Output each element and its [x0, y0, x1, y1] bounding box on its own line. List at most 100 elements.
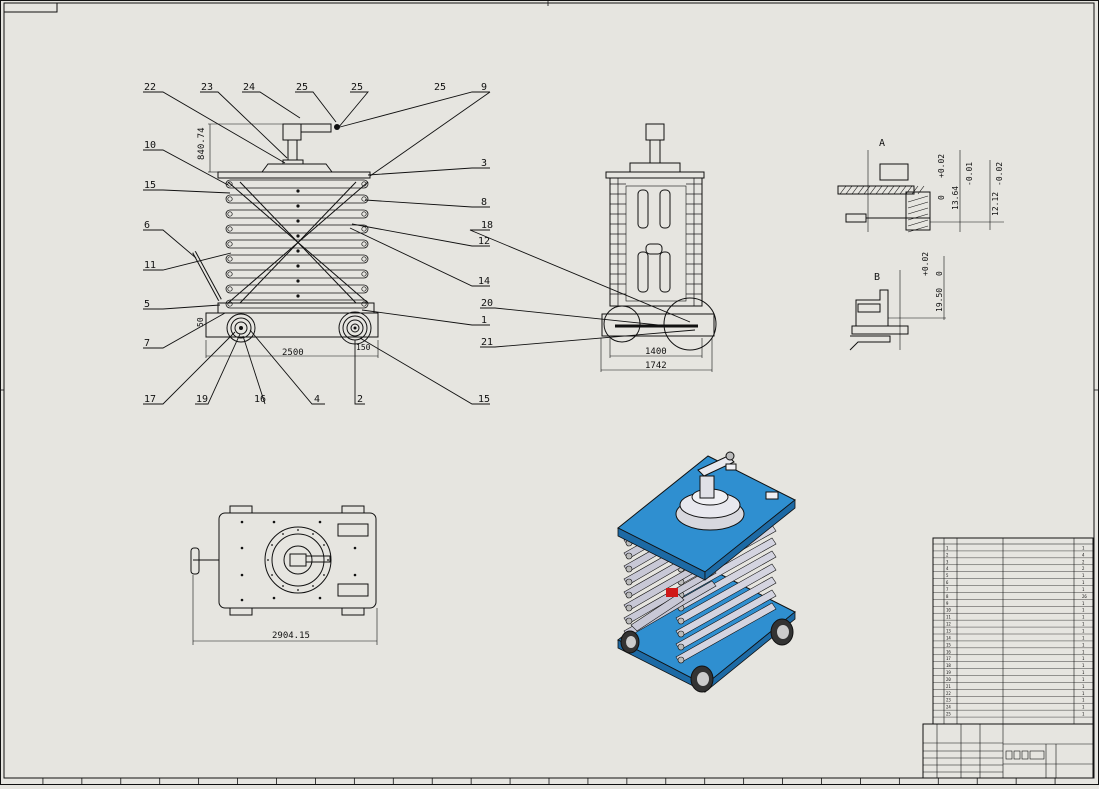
- dim-wheel: 150: [356, 343, 371, 352]
- dim-b: 12.12: [991, 192, 1000, 216]
- part-number: 8: [946, 594, 949, 599]
- dim-outer: 1742: [645, 361, 667, 371]
- tube-end: [625, 565, 633, 573]
- pin: [361, 181, 367, 187]
- part-number: 4: [946, 566, 949, 571]
- pin: [227, 271, 233, 277]
- center-pin: [296, 234, 300, 238]
- part-number: 11: [946, 615, 951, 620]
- tol-lower-b: -0.02: [995, 162, 1004, 186]
- part-number: 22: [946, 691, 951, 696]
- dim-inner: 1400: [645, 347, 667, 357]
- pin: [361, 256, 367, 262]
- balloon-left: 11: [144, 260, 156, 271]
- part-number: 1: [946, 545, 949, 550]
- title-block: [922, 723, 1094, 779]
- part-quantity: 1: [1082, 608, 1085, 613]
- center-pin: [296, 249, 300, 253]
- part-quantity: 1: [1082, 684, 1085, 689]
- part-number: 5: [946, 573, 949, 578]
- balloon-top: 25: [434, 82, 446, 93]
- pin: [361, 226, 367, 232]
- part-quantity: 1: [1082, 601, 1085, 606]
- bolt-holes: [240, 520, 357, 602]
- pin: [227, 196, 233, 202]
- pin: [227, 211, 233, 217]
- flange-hole: [282, 585, 284, 587]
- wheel-left: [226, 313, 256, 343]
- part-number: 23: [946, 698, 951, 703]
- part-number: 10: [946, 608, 951, 613]
- part-quantity: 1: [1082, 649, 1085, 654]
- tol-upper-b: -0.01: [965, 162, 974, 186]
- hatch-line: [893, 185, 901, 195]
- balloon-top: 23: [201, 82, 213, 93]
- balloon-top: 9: [481, 82, 487, 93]
- flange-hole: [312, 533, 314, 535]
- pin: [227, 226, 233, 232]
- part-number: 16: [946, 649, 951, 654]
- part-quantity: 1: [1082, 698, 1085, 703]
- balloon-top: 24: [243, 82, 255, 93]
- balloon-bottom: 19: [196, 394, 208, 405]
- tube-end: [625, 578, 633, 586]
- hatch-line: [851, 185, 859, 195]
- part-number: 13: [946, 629, 951, 634]
- top-view: 2904.15: [190, 505, 378, 645]
- part-number: 2: [946, 552, 949, 557]
- dim-height: 840.74: [197, 127, 207, 160]
- tol-upper: +0.02: [921, 252, 930, 276]
- side-wheel-right: [663, 297, 717, 351]
- part-number: 17: [946, 656, 951, 661]
- hatch-line: [863, 185, 871, 195]
- part-quantity: 1: [1082, 580, 1085, 585]
- scissor-link: [225, 209, 369, 219]
- bolt-hole: [318, 596, 322, 600]
- pin: [227, 256, 233, 262]
- balloon-right: 14: [478, 276, 490, 287]
- pin: [361, 211, 367, 217]
- dim-detail-2: 19.50: [935, 288, 944, 312]
- front-view: 840.74 2500 50 150: [143, 82, 491, 405]
- balloon-left: 7: [144, 338, 150, 349]
- iso-wheel: [770, 618, 794, 646]
- center-pin: [296, 204, 300, 208]
- frame-ladder: [610, 178, 702, 306]
- pin: [361, 271, 367, 277]
- balloon-bottom: 16: [254, 394, 266, 405]
- center-pin: [296, 189, 300, 193]
- flange-hole: [267, 559, 269, 561]
- bolt-hole: [240, 598, 244, 602]
- part-quantity: 1: [1082, 635, 1085, 640]
- top-platform: [217, 171, 371, 179]
- part-quantity: 1: [1082, 663, 1085, 668]
- bolt-hole: [272, 520, 276, 524]
- leader-lines: [143, 91, 491, 405]
- balloon-bottom: 17: [144, 394, 156, 405]
- part-number: 14: [946, 635, 951, 640]
- balloon-left: 6: [144, 220, 150, 231]
- part-number: 19: [946, 670, 951, 675]
- hatch-line: [845, 185, 853, 195]
- pin: [227, 286, 233, 292]
- sheet-tab[interactable]: [3, 2, 58, 13]
- balloon-left: 15: [144, 180, 156, 191]
- hatch-line: [905, 185, 913, 195]
- tube-end: [625, 591, 633, 599]
- tube-end: [677, 617, 685, 625]
- flange-hole: [312, 585, 314, 587]
- part-quantity: 1: [1082, 629, 1085, 634]
- balloon-side: 21: [481, 337, 493, 348]
- cylinders: [637, 189, 671, 293]
- scissor-mechanism: [225, 179, 369, 309]
- center-pin: [296, 219, 300, 223]
- lift-cylinder: [666, 588, 678, 597]
- hatch-line: [907, 207, 929, 215]
- hatch-line: [911, 185, 919, 195]
- pin: [361, 241, 367, 247]
- tol-upper-a: +0.02: [937, 154, 946, 178]
- balloon-bottom: 15: [478, 394, 490, 405]
